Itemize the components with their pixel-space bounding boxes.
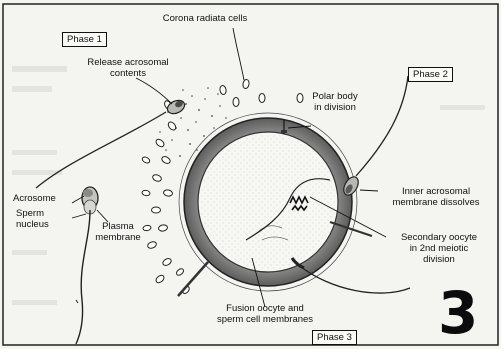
label-phase1: Phase 1 xyxy=(62,32,107,47)
label-corona-radiata: Corona radiata cells xyxy=(146,13,264,24)
plasma-membrane-line1: Plasma xyxy=(88,221,148,232)
label-plasma-membrane: Plasma membrane xyxy=(88,221,148,243)
inner-acrosomal-line1: Inner acrosomal xyxy=(375,186,497,197)
fusion-line2: sperm cell membranes xyxy=(200,314,330,325)
polar-body-line2: in division xyxy=(303,102,367,113)
release-acrosomal-line1: Release acrosomal xyxy=(70,57,186,68)
label-release-acrosomal: Release acrosomal contents xyxy=(70,57,186,79)
plasma-membrane-line2: membrane xyxy=(88,232,148,243)
sperm-nucleus-line1: Sperm xyxy=(16,208,49,219)
release-acrosomal-line2: contents xyxy=(70,68,186,79)
figure-number: 3 xyxy=(438,284,478,342)
label-acrosome: Acrosome xyxy=(13,193,56,204)
penetrating-rod xyxy=(178,262,208,296)
fusion-line1: Fusion oocyte and xyxy=(200,303,330,314)
label-phase3: Phase 3 xyxy=(312,330,357,345)
inner-acrosomal-line2: membrane dissolves xyxy=(375,197,497,208)
label-secondary-oocyte: Secondary oocyte in 2nd meiotic division xyxy=(380,232,498,265)
label-sperm-nucleus: Sperm nucleus xyxy=(16,208,49,230)
polar-body-line1: Polar body xyxy=(303,91,367,102)
label-phase2: Phase 2 xyxy=(408,67,453,82)
secondary-oocyte-line3: division xyxy=(380,254,498,265)
secondary-oocyte-line2: in 2nd meiotic xyxy=(380,243,498,254)
detached-sperm xyxy=(76,187,98,344)
label-fusion: Fusion oocyte and sperm cell membranes xyxy=(200,303,330,325)
label-inner-acrosomal: Inner acrosomal membrane dissolves xyxy=(375,186,497,208)
label-polar-body: Polar body in division xyxy=(303,91,367,113)
secondary-oocyte-line1: Secondary oocyte xyxy=(380,232,498,243)
sperm-nucleus-line2: nucleus xyxy=(16,219,49,230)
